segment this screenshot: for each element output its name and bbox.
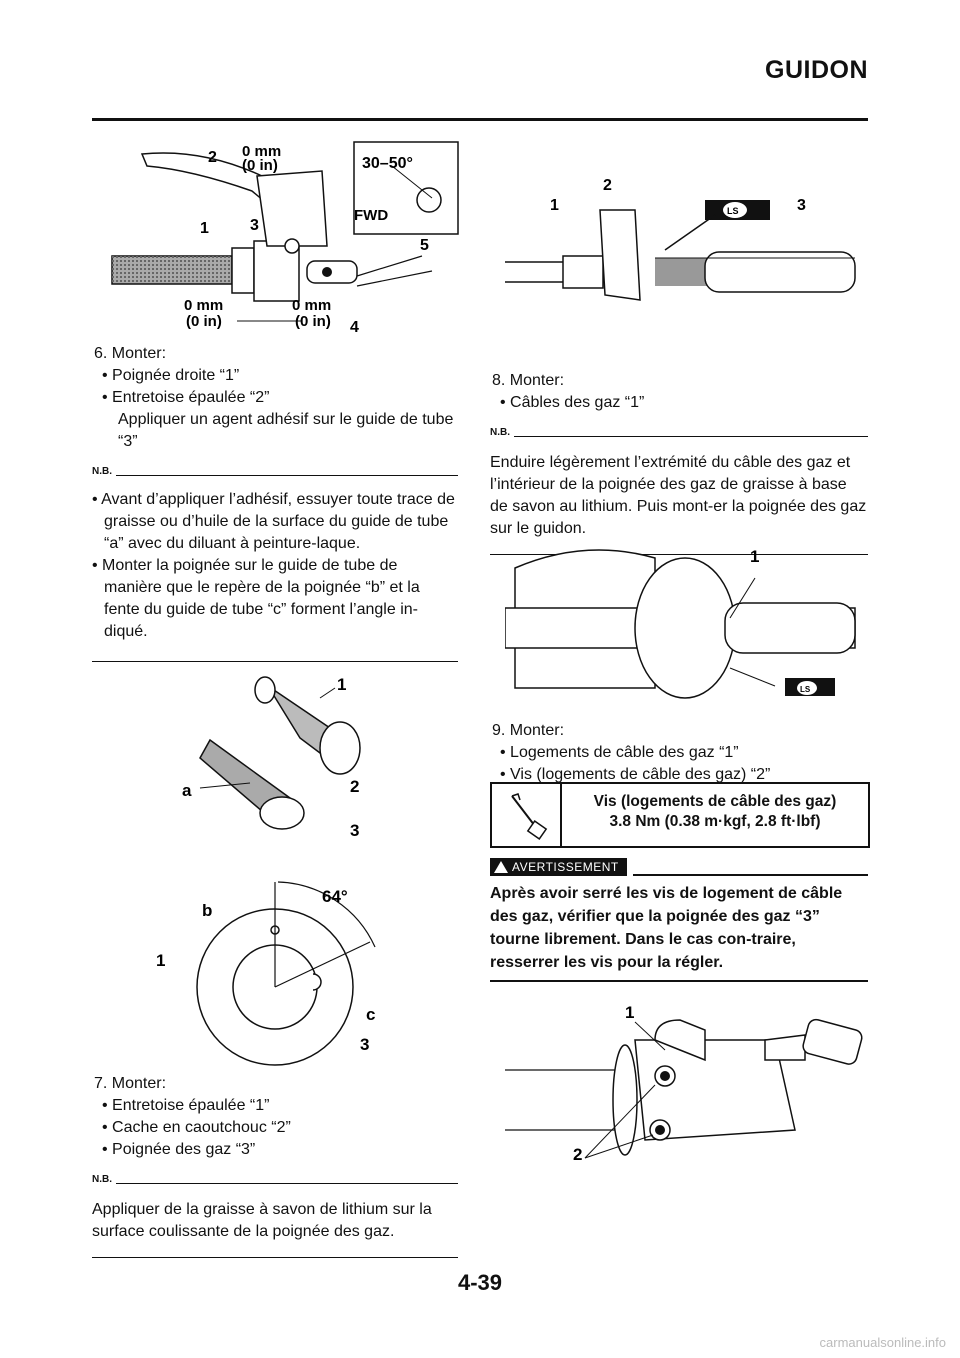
fig1-label-1: 1 <box>200 220 209 237</box>
nb-label: N.B. <box>92 466 112 477</box>
step6-title: 6. Monter: <box>94 345 167 362</box>
fig4-label-3: 3 <box>797 197 806 214</box>
nb7-text: Appliquer de la graisse à savon de lithi… <box>92 1201 432 1240</box>
step7-item: • Poignée des gaz “3” <box>102 1141 256 1158</box>
torque-wrench-icon <box>492 784 562 846</box>
fig2-label-1: 1 <box>337 675 346 694</box>
right-text-block: 8. Monter: • Câbles des gaz “1” N.B. End… <box>490 370 868 555</box>
nb-heading: N.B. <box>92 1169 458 1191</box>
step6-note: Appliquer un agent adhésif sur le guide … <box>118 411 454 450</box>
step7-title: 7. Monter: <box>94 1075 167 1092</box>
watermark: carmanualsonline.info <box>819 1335 946 1350</box>
fig1-label-fwd: FWD <box>354 207 388 224</box>
figure-throttle-cables: LS 2 1 3 <box>505 177 856 301</box>
fig6-label-1: 1 <box>625 1003 634 1022</box>
fig6-label-2: 2 <box>573 1145 582 1164</box>
left-text-block-2: 7. Monter: • Entretoise épaulée “1” • Ca… <box>92 1073 458 1258</box>
fig1-label-3: 3 <box>250 217 259 234</box>
step6-item: • Poignée droite “1” <box>102 367 240 384</box>
step6-item: • Entretoise épaulée “2” <box>102 389 270 406</box>
fig4-label-1: 1 <box>550 197 559 214</box>
step9-item: • Vis (logements de câble des gaz) “2” <box>500 766 771 783</box>
page-number: 4-39 <box>457 1270 503 1295</box>
step7-item: • Entretoise épaulée “1” <box>102 1097 270 1114</box>
warning-text: Après avoir serré les vis de logement de… <box>490 885 843 971</box>
fig1-label-5: 5 <box>420 237 429 254</box>
fig1-label-angle: 30–50° <box>362 155 413 172</box>
torque-spec-box: Vis (logements de câble des gaz) 3.8 Nm … <box>490 782 870 848</box>
warning-label: AVERTISSEMENT <box>512 860 619 874</box>
figure-grip-and-guide: 1 a 2 3 <box>182 675 361 840</box>
step8-title: 8. Monter: <box>492 372 565 389</box>
fig3-label-3: 3 <box>360 1035 369 1054</box>
torque-spec-value: 3.8 Nm (0.38 m·kgf, 2.8 ft·lbf) <box>609 813 821 830</box>
torque-spec-name: Vis (logements de câble des gaz) <box>593 793 837 810</box>
header-rule <box>92 118 868 121</box>
fig1-label-0in-top: (0 in) <box>242 157 278 174</box>
fig5-lubricant-label: LS <box>800 685 811 694</box>
nb-label: N.B. <box>92 1174 112 1185</box>
fig1-label-0in-right: (0 in) <box>295 313 331 330</box>
fig1-label-0mm-right: 0 mm <box>292 297 331 314</box>
warning-triangle-icon <box>494 861 508 873</box>
figure-grip-lubrication: LS 1 <box>505 547 856 699</box>
fig3-label-1: 1 <box>156 951 165 970</box>
fig3-label-b: b <box>202 901 212 920</box>
fig4-label-2: 2 <box>603 177 612 194</box>
step9-item: • Logements de câble des gaz “1” <box>500 744 739 761</box>
page-title: GUIDON <box>765 56 868 84</box>
fig1-label-0mm-top: 0 mm <box>242 143 281 160</box>
fig1-label-0mm-left: 0 mm <box>184 297 223 314</box>
figure-cable-housing: 1 2 <box>505 1003 863 1164</box>
fig2-label-2: 2 <box>350 777 359 796</box>
fig1-label-4: 4 <box>350 319 359 336</box>
step7-item: • Cache en caoutchouc “2” <box>102 1119 291 1136</box>
nb8-text: Enduire légèrement l’extrémité du câble … <box>490 454 867 537</box>
fig1-label-2: 2 <box>208 149 217 166</box>
warning-badge: AVERTISSEMENT <box>490 858 627 876</box>
right-text-block-2: 9. Monter: • Logements de câble des gaz … <box>490 720 868 786</box>
nb-heading: N.B. <box>490 422 868 444</box>
figure-grip-angle: 64° b 1 c 3 <box>156 881 376 1066</box>
nb6-item: • Avant d’appliquer l’adhésif, essuyer t… <box>92 491 455 552</box>
fig5-label-1: 1 <box>750 547 759 566</box>
left-text-block: 6. Monter: • Poignée droite “1” • Entret… <box>92 343 458 662</box>
fig2-label-3: 3 <box>350 821 359 840</box>
fig4-lubricant-label: LS <box>727 206 739 216</box>
nb6-item: • Monter la poignée sur le guide de tube… <box>92 557 420 640</box>
nb-heading: N.B. <box>92 461 458 483</box>
warning-block: AVERTISSEMENT Après avoir serré les vis … <box>490 858 868 982</box>
figure-throttle-assembly: 0 mm (0 in) 2 1 3 30–50° FWD 5 0 mm (0 i… <box>111 141 459 336</box>
fig2-label-a: a <box>182 781 192 800</box>
nb-label: N.B. <box>490 427 510 438</box>
step9-title: 9. Monter: <box>492 722 565 739</box>
fig3-label-angle: 64° <box>322 887 348 906</box>
fig1-label-0in-left: (0 in) <box>186 313 222 330</box>
step8-item: • Câbles des gaz “1” <box>500 394 645 411</box>
fig3-label-c: c <box>366 1005 375 1024</box>
